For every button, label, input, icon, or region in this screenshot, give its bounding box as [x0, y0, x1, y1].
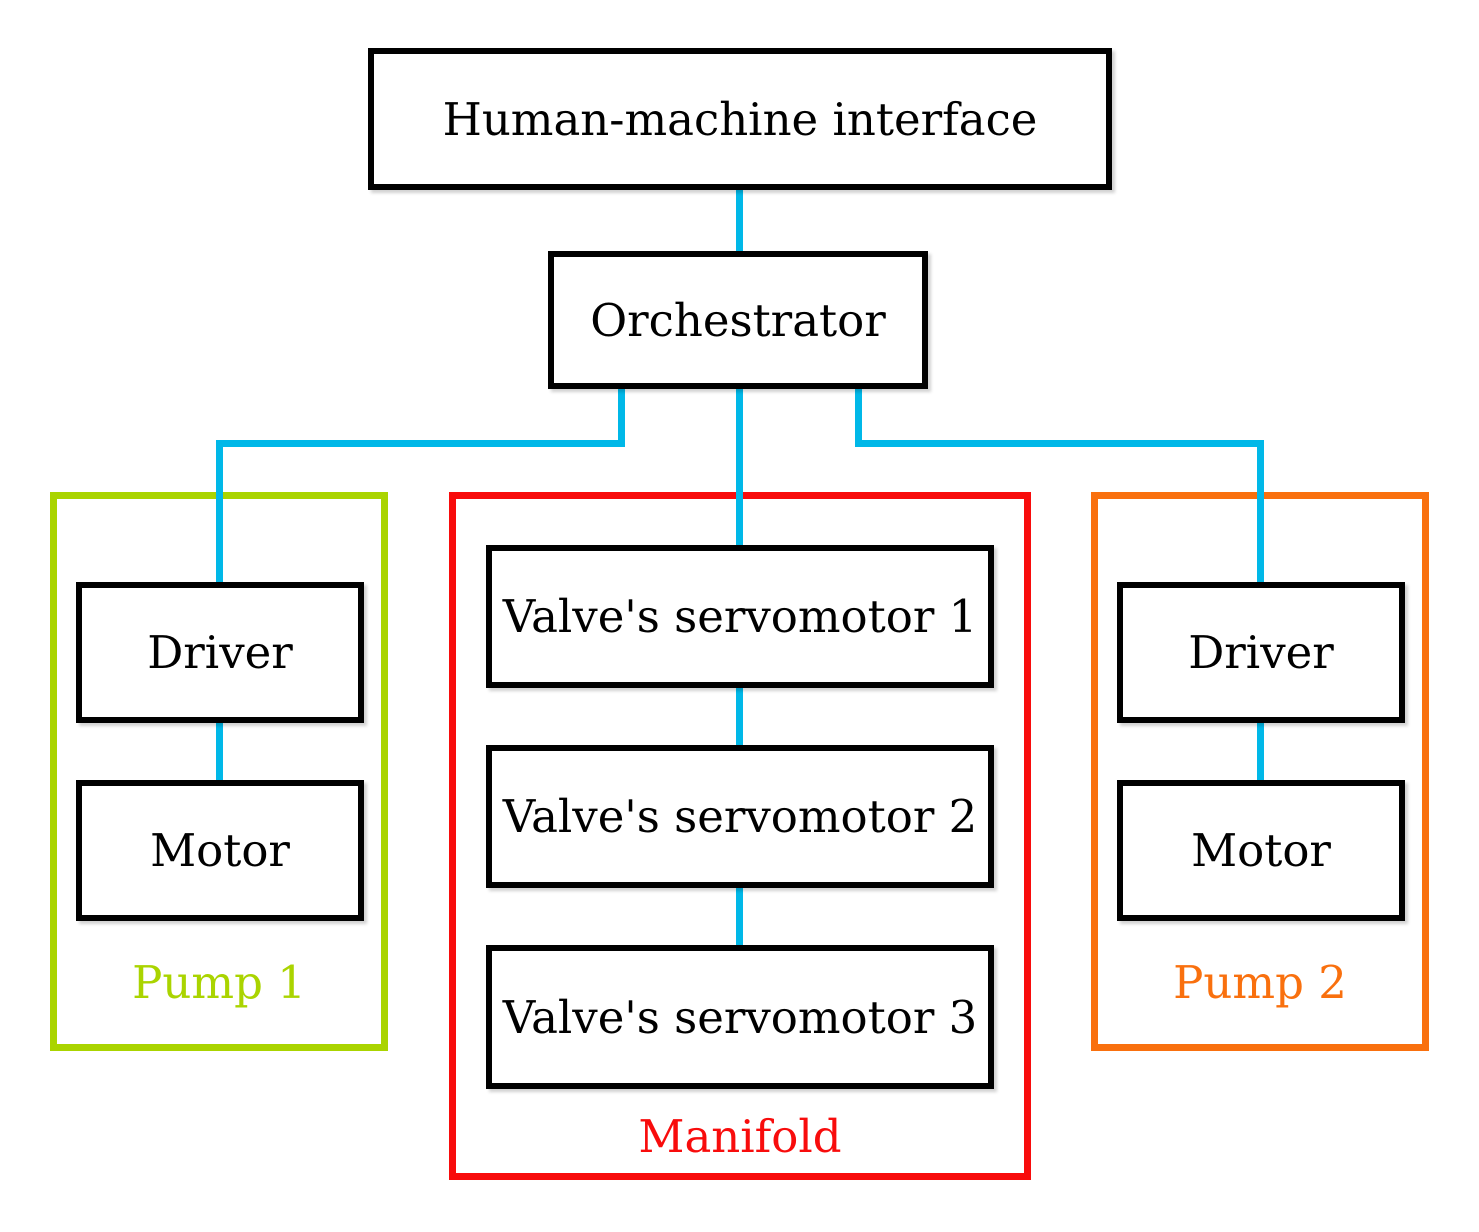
pump2-motor-label: Motor	[1191, 824, 1331, 877]
connector-orchestrator-left-drop	[618, 386, 625, 447]
valve-servomotor1-box: Valve's servomotor 1	[486, 545, 994, 688]
valve-servomotor2-label: Valve's servomotor 2	[502, 790, 978, 843]
connector-servo1-servo2	[736, 685, 743, 749]
pump1-motor-label: Motor	[150, 824, 290, 877]
connector-pump2-drop	[1257, 440, 1264, 586]
pump1-caption: Pump 1	[132, 956, 306, 1009]
hmi-box: Human-machine interface	[368, 48, 1112, 190]
valve-servomotor1-label: Valve's servomotor 1	[502, 590, 978, 643]
orchestrator-label: Orchestrator	[590, 293, 886, 347]
pump1-motor-box: Motor	[76, 780, 364, 921]
pump2-motor-box: Motor	[1117, 780, 1405, 921]
manifold-caption: Manifold	[638, 1110, 842, 1163]
connector-pump1-driver-motor	[216, 720, 223, 784]
orchestrator-box: Orchestrator	[548, 251, 928, 389]
pump2-driver-box: Driver	[1117, 582, 1405, 723]
pump2-driver-label: Driver	[1188, 626, 1334, 679]
connector-hmi-orchestrator	[736, 186, 743, 255]
connector-right-horizontal	[855, 440, 1264, 447]
connector-pump1-drop	[216, 440, 223, 586]
valve-servomotor3-box: Valve's servomotor 3	[486, 945, 994, 1089]
pump1-driver-label: Driver	[147, 626, 293, 679]
pump2-caption: Pump 2	[1173, 956, 1347, 1009]
connector-orchestrator-manifold	[736, 386, 743, 549]
connector-left-horizontal	[216, 440, 625, 447]
hmi-label: Human-machine interface	[442, 92, 1038, 146]
valve-servomotor3-label: Valve's servomotor 3	[502, 990, 978, 1044]
pump1-driver-box: Driver	[76, 582, 364, 723]
connector-orchestrator-right-drop	[855, 386, 862, 447]
valve-servomotor2-box: Valve's servomotor 2	[486, 745, 994, 888]
connector-servo2-servo3	[736, 885, 743, 949]
connector-pump2-driver-motor	[1257, 720, 1264, 784]
